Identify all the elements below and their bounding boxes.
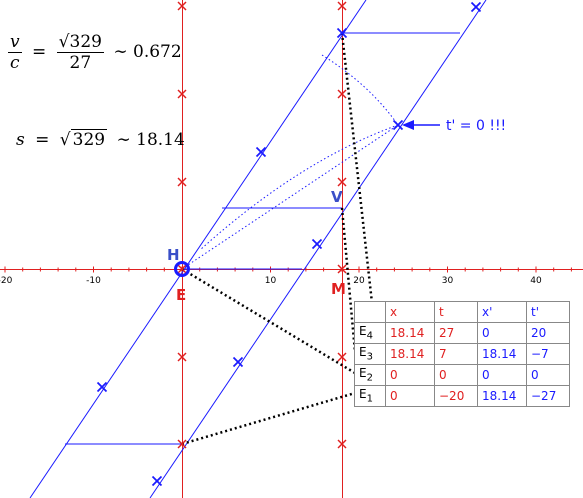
leader-E2 bbox=[181, 267, 356, 375]
fraction-sqrt-over-27: √329 27 bbox=[56, 32, 104, 73]
tick-label: -20 bbox=[0, 276, 13, 286]
cell-t: −20 bbox=[434, 385, 478, 407]
cell-x-prime: 0 bbox=[477, 364, 527, 386]
fraction-v-c: v c bbox=[8, 32, 22, 73]
formula-v-over-c: v c = √329 27 ∼ 0.672 bbox=[8, 32, 182, 73]
radicand: 329 bbox=[69, 32, 102, 52]
equals-sign: = bbox=[32, 42, 47, 62]
marker-stroke bbox=[96, 381, 108, 393]
equals-sign: = bbox=[35, 130, 50, 150]
cell-t: 0 bbox=[434, 364, 478, 386]
arc-lower bbox=[199, 124, 399, 251]
header-cell-t: t bbox=[434, 301, 478, 323]
header-cell-x: x bbox=[385, 301, 435, 323]
marker-stroke bbox=[255, 146, 267, 158]
cell-x: 18.14 bbox=[385, 322, 435, 344]
tick-label: 10 bbox=[265, 276, 277, 286]
tick-label: 30 bbox=[442, 276, 454, 286]
marker-stroke bbox=[177, 177, 187, 187]
marker-stroke bbox=[336, 27, 348, 39]
cell-x: 18.14 bbox=[385, 343, 435, 365]
marker-stroke bbox=[151, 475, 163, 487]
event-label: E3 bbox=[354, 343, 386, 365]
worldline-V bbox=[149, 0, 487, 498]
symbol-s: s bbox=[16, 130, 25, 150]
approx-value: ∼ 18.14 bbox=[116, 130, 185, 150]
simultaneity-line bbox=[181, 124, 399, 270]
marker-stroke bbox=[337, 264, 347, 274]
denominator-27: 27 bbox=[69, 53, 92, 73]
label-E: E bbox=[176, 286, 186, 304]
label-V: V bbox=[331, 188, 343, 206]
denominator-c: c bbox=[10, 53, 20, 73]
cell-x: 0 bbox=[385, 385, 435, 407]
marker-stroke bbox=[177, 89, 187, 99]
event-label: E2 bbox=[354, 364, 386, 386]
table-leaders bbox=[181, 32, 377, 446]
marker-stroke bbox=[177, 264, 187, 274]
x-axis-tick-labels: -20 -10 10 20 30 40 bbox=[0, 276, 542, 286]
table-header-row: x t x' t' bbox=[354, 301, 570, 323]
marker-stroke bbox=[311, 238, 323, 250]
table-row: E3 18.14 7 18.14 −7 bbox=[354, 343, 570, 365]
label-H: H bbox=[167, 246, 180, 264]
approx-value: ∼ 0.672 bbox=[113, 42, 182, 62]
cell-x-prime: 0 bbox=[477, 322, 527, 344]
header-cell bbox=[354, 301, 386, 323]
marker-stroke bbox=[232, 356, 244, 368]
marker-stroke bbox=[337, 352, 347, 362]
cell-t: 27 bbox=[434, 322, 478, 344]
formula-s: s = √329 ∼ 18.14 bbox=[16, 129, 185, 150]
annotation-t-prime: t' = 0 !!! bbox=[446, 118, 506, 134]
numerator-sqrt: √329 bbox=[56, 32, 104, 53]
marker-stroke bbox=[177, 1, 187, 11]
marker-stroke bbox=[337, 177, 347, 187]
table-row: E4 18.14 27 0 20 bbox=[354, 322, 570, 344]
cell-t-prime: −7 bbox=[526, 343, 570, 365]
radicand: 329 bbox=[70, 129, 108, 150]
table-row: E2 0 0 0 0 bbox=[354, 364, 570, 386]
blue-markers bbox=[96, 1, 482, 487]
leader-E1 bbox=[181, 391, 356, 446]
cell-t-prime: 20 bbox=[526, 322, 570, 344]
header-cell-x-prime: x' bbox=[477, 301, 527, 323]
sqrt-329: √329 bbox=[59, 129, 108, 150]
tick-label: 20 bbox=[353, 276, 365, 286]
origin-point-H bbox=[174, 261, 190, 277]
table-row: E1 0 −20 18.14 −27 bbox=[354, 385, 570, 407]
cell-t-prime: −27 bbox=[526, 385, 570, 407]
cell-x-prime: 18.14 bbox=[477, 343, 527, 365]
cell-x: 0 bbox=[385, 364, 435, 386]
marker-stroke bbox=[337, 89, 347, 99]
arc-upper bbox=[321, 54, 399, 126]
cell-t-prime: 0 bbox=[526, 364, 570, 386]
marker-stroke bbox=[392, 119, 404, 131]
marker-stroke bbox=[337, 1, 347, 11]
label-M: M bbox=[331, 280, 346, 298]
tick-label: 40 bbox=[530, 276, 542, 286]
marker-stroke bbox=[337, 439, 347, 449]
leader-E3 bbox=[340, 207, 357, 353]
event-label: E4 bbox=[354, 322, 386, 344]
annotation-arrowhead bbox=[402, 120, 414, 130]
cell-t: 7 bbox=[434, 343, 478, 365]
event-label: E1 bbox=[354, 385, 386, 407]
red-markers bbox=[177, 1, 347, 449]
marker-stroke bbox=[177, 352, 187, 362]
numerator-v: v bbox=[8, 32, 22, 53]
worldline-H bbox=[29, 0, 367, 498]
marker-stroke bbox=[177, 439, 187, 449]
tick-label: -10 bbox=[86, 276, 101, 286]
event-coordinates-table: x t x' t' E4 18.14 27 0 20 E3 18.14 7 18… bbox=[354, 301, 570, 407]
header-cell-t-prime: t' bbox=[526, 301, 570, 323]
cell-x-prime: 18.14 bbox=[477, 385, 527, 407]
marker-stroke bbox=[470, 1, 482, 13]
